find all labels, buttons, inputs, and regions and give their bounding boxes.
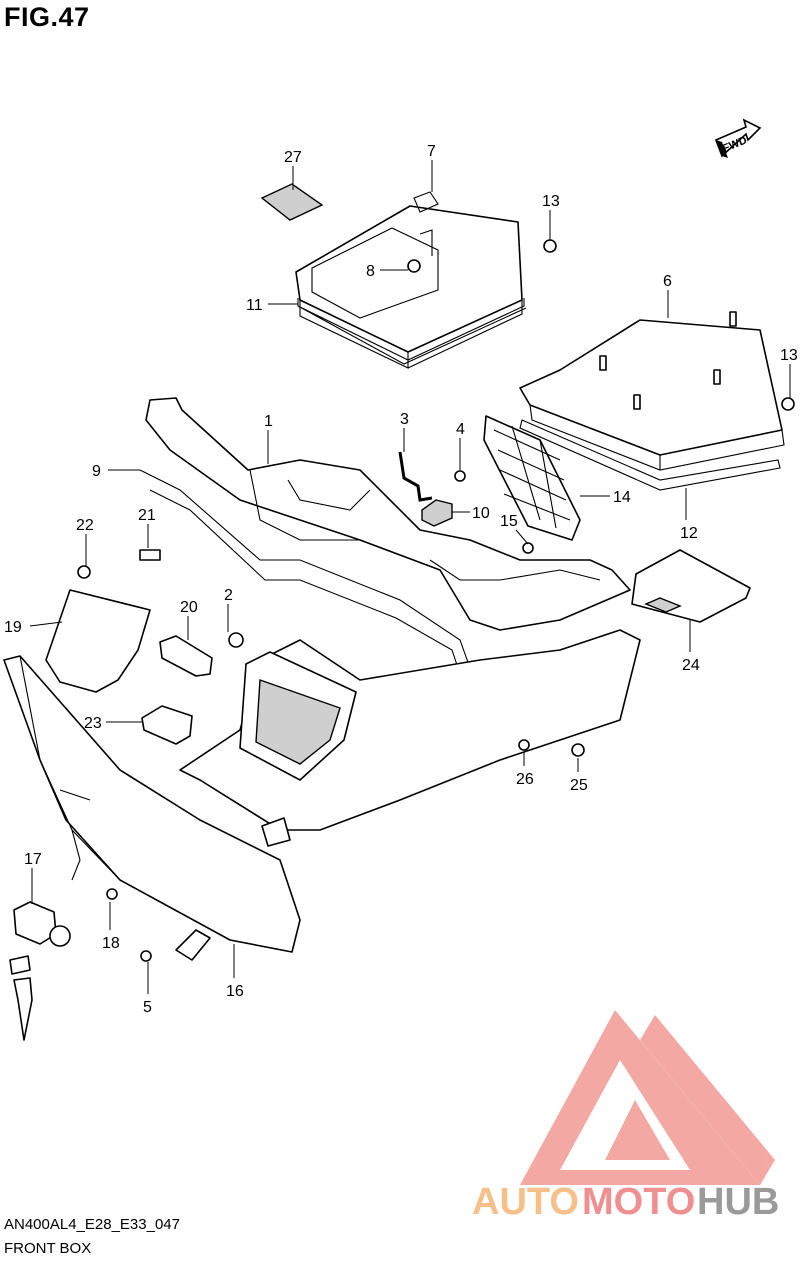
figure-title: FIG.47 [4, 2, 90, 32]
callout-27: 27 [284, 149, 302, 166]
part-10-grommet [421, 499, 453, 527]
callout-14: 14 [613, 489, 631, 506]
part-14-panel [483, 415, 581, 541]
part-3-rod [398, 451, 433, 502]
callout-4: 4 [456, 421, 465, 438]
lower-shroud [179, 629, 641, 847]
callout-6: 6 [663, 273, 672, 290]
callout-1: 1 [264, 413, 273, 430]
callout-18: 18 [102, 935, 120, 952]
callout-2: 2 [224, 587, 233, 604]
callout-21: 21 [138, 507, 156, 524]
callout-9: 9 [92, 463, 101, 480]
callout-25: 25 [570, 777, 588, 794]
watermark-auto: AUTO [472, 1181, 579, 1223]
part-6-tray [519, 311, 785, 471]
part-11-seal [297, 298, 527, 365]
part-27-sticker [260, 183, 324, 221]
part-12-seal [519, 419, 781, 491]
callout-7: 7 [427, 143, 436, 160]
part-17-lock [9, 901, 71, 1041]
callout-22: 22 [76, 517, 94, 534]
fwd-arrow-icon [714, 118, 762, 158]
figure-caption: FRONT BOX [4, 1240, 92, 1257]
callout-8: 8 [366, 263, 375, 280]
callout-10: 10 [472, 505, 490, 522]
callout-labels: 27 7 13 8 6 11 13 1 3 4 9 14 10 15 21 22… [4, 143, 798, 1016]
callout-20: 20 [180, 599, 198, 616]
part-19-lid [45, 589, 151, 693]
part-23-latch [141, 705, 193, 745]
part-16-panel [3, 655, 301, 961]
automotohub-logo [520, 1010, 775, 1185]
callout-17: 17 [24, 851, 42, 868]
model-code: AN400AL4_E28_E33_047 [4, 1216, 180, 1233]
callout-3: 3 [400, 411, 409, 428]
watermark-hub: HUB [697, 1181, 779, 1223]
leader-lines [29, 160, 791, 994]
callout-5: 5 [143, 999, 152, 1016]
callout-11: 11 [246, 297, 263, 314]
part-20-hinge [159, 635, 213, 677]
callout-13a: 13 [542, 193, 560, 210]
callout-15: 15 [500, 513, 518, 530]
fasteners [77, 239, 795, 962]
callout-24: 24 [682, 657, 700, 674]
part-9-trim [139, 469, 471, 675]
callout-26: 26 [516, 771, 534, 788]
callout-23: 23 [84, 715, 102, 732]
callout-19: 19 [4, 619, 22, 636]
part-7-lid [295, 191, 523, 369]
callout-12: 12 [680, 525, 698, 542]
callout-13b: 13 [780, 347, 798, 364]
part-24-cover [631, 549, 751, 623]
part-1-front-box [145, 397, 631, 631]
watermark-moto: MOTO [582, 1181, 695, 1223]
callout-16: 16 [226, 983, 244, 1000]
